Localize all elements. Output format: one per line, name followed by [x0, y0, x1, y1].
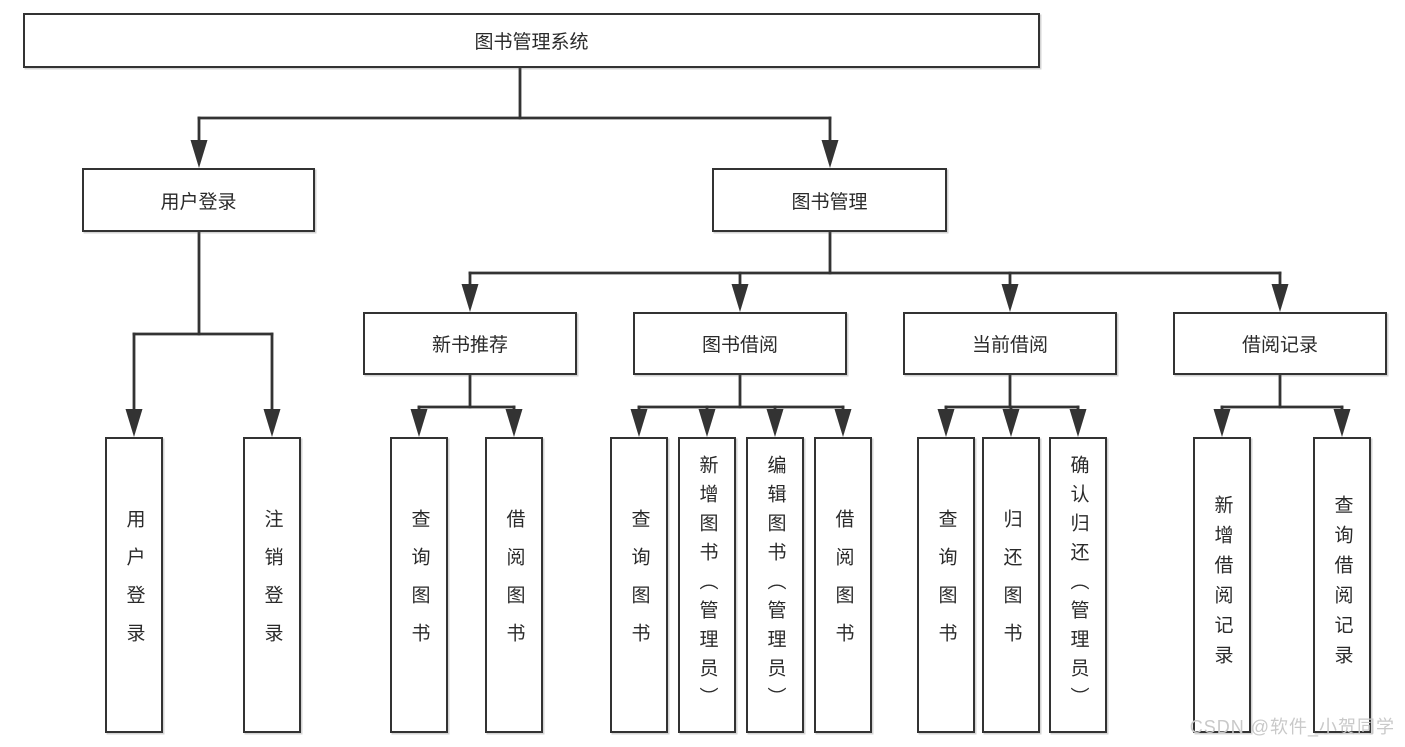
arrow-down-icon: [630, 409, 648, 437]
arrow-down-icon: [1069, 409, 1087, 437]
arrow-down-icon: [125, 409, 143, 437]
arrow-down-icon: [461, 284, 479, 312]
arrow-down-icon: [1333, 409, 1351, 437]
leaf-query-borrow-record: 查询借阅记录: [1313, 437, 1371, 733]
arrow-down-icon: [190, 140, 208, 168]
node-book-borrowing: 图书借阅: [633, 312, 847, 375]
arrow-down-icon: [1002, 409, 1020, 437]
leaf-borrow-books-borrow: 借阅图书: [814, 437, 872, 733]
arrow-down-icon: [698, 409, 716, 437]
leaf-user-login: 用户登录: [105, 437, 163, 733]
leaf-query-books-borrow: 查询图书: [610, 437, 668, 733]
arrow-down-icon: [821, 140, 839, 168]
leaf-query-books-current: 查询图书: [917, 437, 975, 733]
arrow-down-icon: [505, 409, 523, 437]
arrow-down-icon: [1001, 284, 1019, 312]
arrow-down-icon: [1271, 284, 1289, 312]
arrow-down-icon: [1213, 409, 1231, 437]
leaf-logout: 注销登录: [243, 437, 301, 733]
arrow-down-icon: [731, 284, 749, 312]
node-current-borrowing: 当前借阅: [903, 312, 1117, 375]
node-user-login: 用户登录: [82, 168, 315, 232]
leaf-confirm-return-admin: 确认归还（管理员）: [1049, 437, 1107, 733]
leaf-add-book-admin: 新增图书（管理员）: [678, 437, 736, 733]
arrow-down-icon: [263, 409, 281, 437]
leaf-return-books: 归还图书: [982, 437, 1040, 733]
leaf-add-borrow-record: 新增借阅记录: [1193, 437, 1251, 733]
arrow-down-icon: [834, 409, 852, 437]
leaf-query-books-newbook: 查询图书: [390, 437, 448, 733]
node-borrowing-records: 借阅记录: [1173, 312, 1387, 375]
arrow-down-icon: [410, 409, 428, 437]
arrow-down-icon: [937, 409, 955, 437]
node-book-management: 图书管理: [712, 168, 947, 232]
watermark: CSDN @软件_小贺同学: [1189, 717, 1395, 737]
leaf-edit-book-admin: 编辑图书（管理员）: [746, 437, 804, 733]
node-library-management-system: 图书管理系统: [23, 13, 1040, 68]
arrow-down-icon: [766, 409, 784, 437]
node-new-book-recommendation: 新书推荐: [363, 312, 577, 375]
leaf-borrow-books-newbook: 借阅图书: [485, 437, 543, 733]
